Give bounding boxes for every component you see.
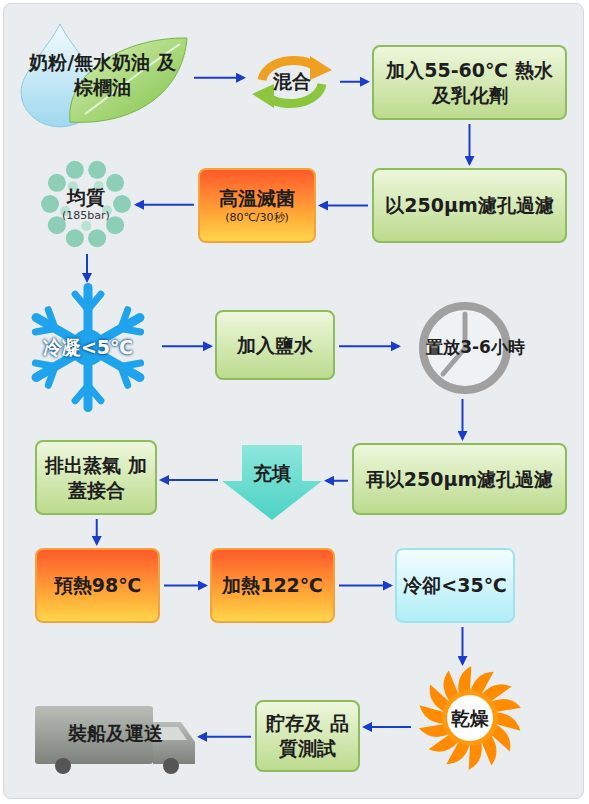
step-label: 高溫滅菌 xyxy=(219,186,295,211)
step-truck: 裝船及運送 xyxy=(35,700,195,775)
step-note: (80℃/30秒) xyxy=(225,211,289,225)
flow-arrow xyxy=(96,519,98,544)
step-label: 均質 xyxy=(67,185,105,210)
flow-arrow xyxy=(199,736,251,738)
step-green: 以250μm濾孔過濾 xyxy=(372,168,567,243)
step-label: 排出蒸氣 加蓋接合 xyxy=(41,453,151,502)
step-label: 以250μm濾孔過濾 xyxy=(385,193,553,218)
flow-arrow xyxy=(161,479,218,481)
step-label: 加入55-60℃ 熱水及乳化劑 xyxy=(385,58,555,107)
step-label: 貯存及 品質測試 xyxy=(260,711,355,760)
flow-arrow xyxy=(326,480,348,482)
step-label: 加入鹽水 xyxy=(237,333,313,358)
step-sun: 乾燥 xyxy=(415,668,525,768)
flow-arrow xyxy=(339,585,391,587)
step-green: 排出蒸氣 加蓋接合 xyxy=(35,440,157,515)
flow-arrow xyxy=(462,627,464,664)
step-green: 加入55-60℃ 熱水及乳化劑 xyxy=(372,45,567,120)
flow-arrow xyxy=(340,81,368,83)
step-drop: 奶粉/無水奶油 及棕櫚油 xyxy=(15,22,190,127)
flow-arrow xyxy=(339,345,399,347)
step-label: 充填 xyxy=(253,461,291,486)
step-label: 置放3-6小時 xyxy=(426,336,525,358)
step-hot: 預熱98℃ xyxy=(35,548,160,623)
step-note: (185bar) xyxy=(62,209,110,223)
step-label: 再以250μm濾孔過濾 xyxy=(366,467,553,492)
flow-arrow xyxy=(86,254,88,281)
step-label: 裝船及運送 xyxy=(68,721,163,746)
step-green: 加入鹽水 xyxy=(215,310,335,380)
step-clock: 置放3-6小時 xyxy=(403,300,528,395)
drop-shape xyxy=(15,22,190,127)
step-green: 貯存及 品質測試 xyxy=(255,700,360,772)
step-label: 乾燥 xyxy=(451,706,489,731)
step-label: 冷凝<5℃ xyxy=(43,335,133,360)
step-label: 預熱98℃ xyxy=(54,573,141,598)
step-hot: 加熱122℃ xyxy=(210,548,335,623)
step-label: 加熱122℃ xyxy=(222,573,323,598)
step-mix: 混合 xyxy=(248,52,336,110)
step-label: 奶粉/無水奶油 及棕櫚油 xyxy=(28,50,178,99)
flow-arrow xyxy=(320,205,368,207)
step-green: 再以250μm濾孔過濾 xyxy=(352,443,567,515)
step-flower: 均質(185bar) xyxy=(40,158,132,250)
flow-arrow xyxy=(194,77,244,79)
flow-arrow xyxy=(364,726,411,728)
flow-arrow xyxy=(162,345,211,347)
flow-arrow xyxy=(136,204,194,206)
flow-arrow xyxy=(469,124,471,164)
step-fill: 充填 xyxy=(222,445,322,520)
step-hot: 高溫滅菌(80℃/30秒) xyxy=(198,168,316,243)
step-label: 混合 xyxy=(273,69,311,94)
flow-arrow xyxy=(164,585,206,587)
step-label: 冷卻<35℃ xyxy=(403,573,506,598)
flow-arrow xyxy=(462,399,464,439)
step-cyan: 冷卻<35℃ xyxy=(395,548,515,623)
step-snow: 冷凝<5℃ xyxy=(18,285,158,410)
